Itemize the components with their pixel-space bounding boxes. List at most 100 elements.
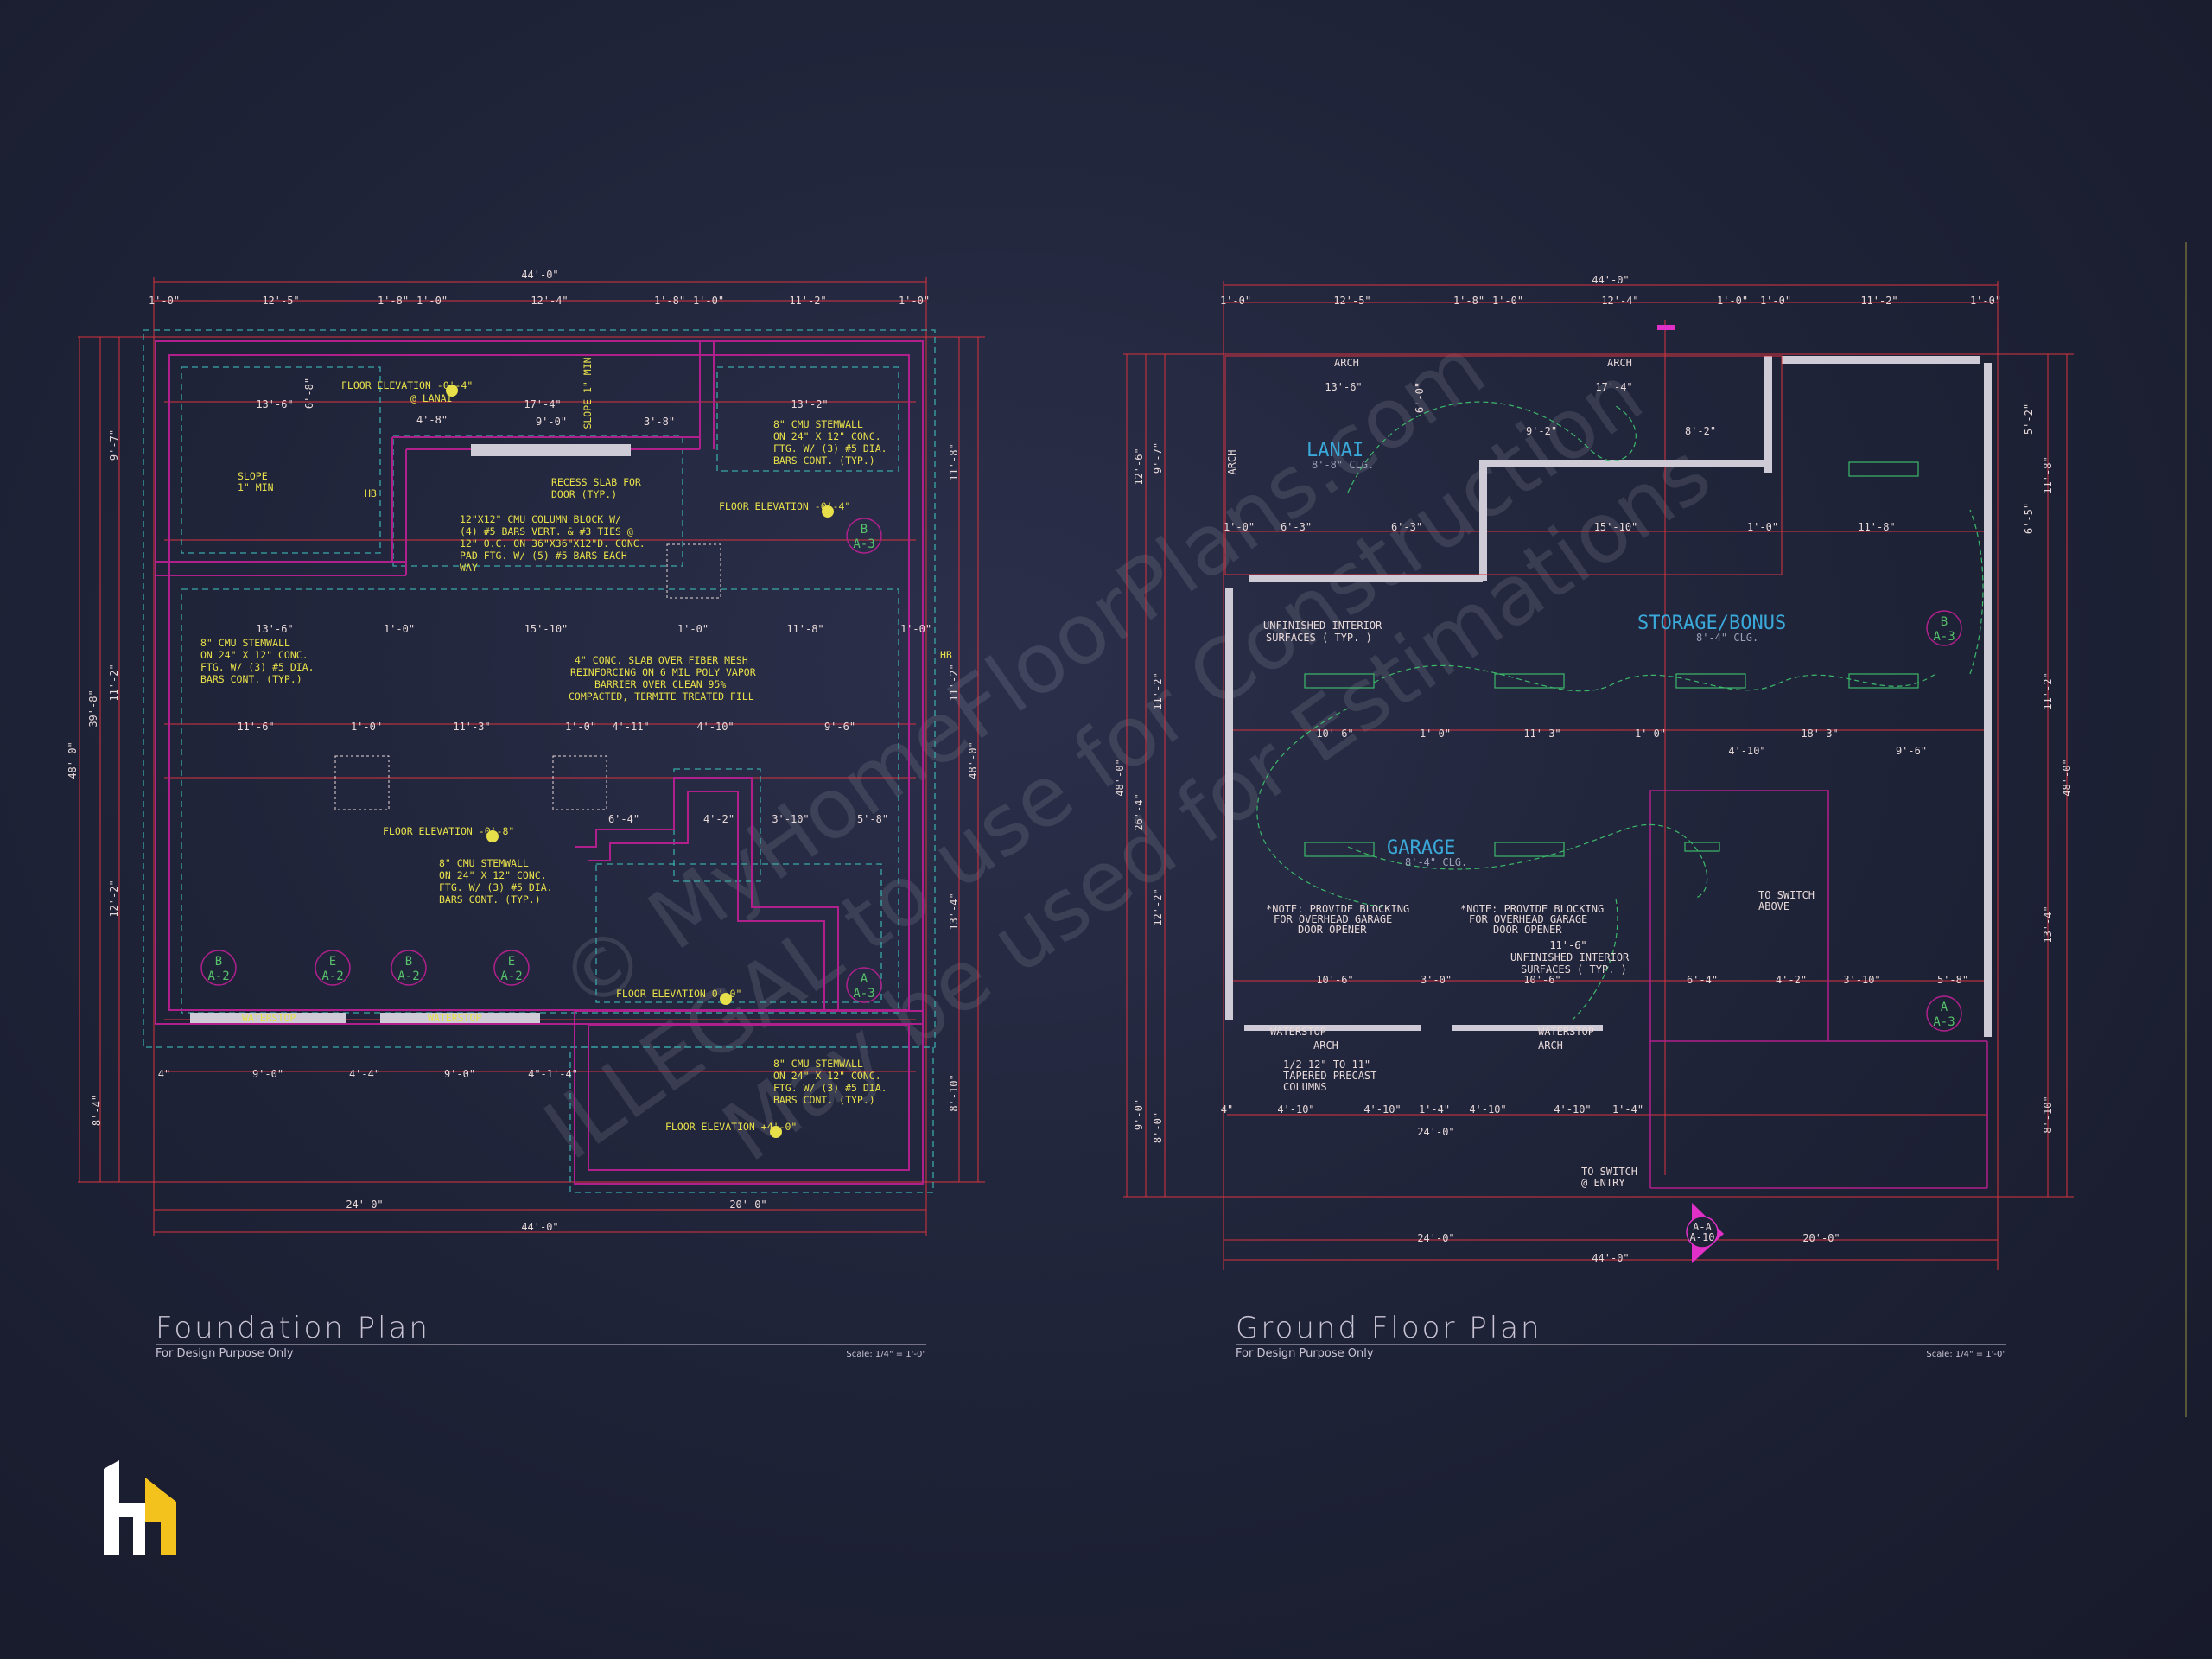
room-lanai: LANAI xyxy=(1306,440,1363,461)
note-text: REINFORCING ON 6 MIL POLY VAPOR xyxy=(570,666,756,678)
section-tag-letter: A xyxy=(1941,1001,1948,1014)
dim-text: 9'-0" xyxy=(252,1068,283,1080)
note-text: 8" CMU STEMWALL xyxy=(439,857,529,869)
dim-text: 6'-4" xyxy=(1687,974,1718,986)
dim-text: 11'-2" xyxy=(2042,672,2054,709)
dim-text: 4'-10" xyxy=(1728,745,1765,757)
dim-text: 9'-7" xyxy=(108,429,120,461)
dim-text: 6'-8" xyxy=(303,378,315,409)
dim-text: 11'-3" xyxy=(1523,728,1560,740)
section-tag-ref: A-3 xyxy=(853,537,874,551)
dim-text: 8'-10" xyxy=(948,1074,960,1111)
note-text: BARS CONT. (TYP.) xyxy=(773,1094,875,1106)
dim-text: 11'-6" xyxy=(1549,939,1586,951)
section-tag-ref: A-2 xyxy=(207,969,229,983)
arch-label: ARCH xyxy=(1313,1039,1338,1052)
dim-text: 6'-3" xyxy=(1281,521,1312,533)
room-labels: LANAI 8'-8" CLG. STORAGE/BONUS 8'-4" CLG… xyxy=(1306,440,1786,868)
dim-text: 11'-8" xyxy=(1858,521,1895,533)
ground-overall-width: 44'-0" xyxy=(1592,274,1629,286)
dim-text: 1'-4" xyxy=(1419,1103,1450,1116)
dim-text: 4" xyxy=(1221,1103,1233,1116)
note-text: ABOVE xyxy=(1758,900,1789,912)
watermark: © MyHomeFloorPlans.com ILLEGAL to use fo… xyxy=(527,319,1727,1180)
arch-label: ARCH xyxy=(1607,357,1632,369)
ground-walls xyxy=(1225,356,1992,1037)
dim-text: 4'-11" xyxy=(612,721,649,733)
note-text: TO SWITCH xyxy=(1758,889,1815,901)
ground-right-dims: 5'-2" 11'-8" 6'-5" 11'-2" 13'-4" 8'-10" … xyxy=(2023,404,2073,1134)
electrical-circuits xyxy=(1256,401,1984,1020)
foundation-interior-dims: 13'-6" 6'-8" 17'-4" 9'-0" 3'-8" 13'-2" 4… xyxy=(158,378,931,1233)
dim-text: 13'-4" xyxy=(2042,906,2054,943)
note-text: ON 24" X 12" CONC. xyxy=(200,649,308,661)
section-tag-letter: B xyxy=(1941,615,1948,629)
dim-text: 4'-2" xyxy=(1776,974,1807,986)
dim-text: 48'-0" xyxy=(1114,759,1126,796)
dim-text: 5'-8" xyxy=(857,813,888,825)
dim-text: 5'-8" xyxy=(1937,974,1968,986)
foundation-plan-subtitle: For Design Purpose Only xyxy=(156,1347,294,1360)
dim-text: 1'-0" xyxy=(899,295,930,307)
waterstop-right xyxy=(380,1013,540,1023)
note-text: BARS CONT. (TYP.) xyxy=(773,454,875,467)
dim-text: 1'-0" xyxy=(677,623,709,635)
dim-text: 1'-4" xyxy=(1612,1103,1643,1116)
dim-text: 11'-8" xyxy=(786,623,823,635)
dim-text: 39'-8" xyxy=(87,690,99,727)
dim-text: 12'-5" xyxy=(262,295,299,307)
dim-text: 48'-0" xyxy=(967,741,979,779)
dim-text: 4'-2" xyxy=(703,813,734,825)
dim-text: 9'-0" xyxy=(536,416,567,428)
lanai-outline xyxy=(1224,355,1783,575)
dim-text: 9'-0" xyxy=(1133,1099,1145,1130)
dim-text: 1'-8" xyxy=(378,295,409,307)
note-text: UNFINISHED INTERIOR xyxy=(1263,620,1382,632)
elevation-markers xyxy=(446,385,834,1138)
note-text: ON 24" X 12" CONC. xyxy=(773,430,881,442)
dim-text: 1'-0" xyxy=(1635,728,1666,740)
dim-text: 1'-0" xyxy=(351,721,382,733)
ground-left-dims: 12'-6" 9'-7" 11'-2" 26'-4" 12'-2" 9'-0" … xyxy=(1114,442,1164,1143)
note-text: SURFACES ( TYP. ) xyxy=(1521,963,1627,976)
dim-text: 10'-6" xyxy=(1316,728,1353,740)
section-marker-ref: A-10 xyxy=(1690,1231,1715,1243)
section-tag-ref: A-3 xyxy=(853,987,874,1001)
note-text: BARS CONT. (TYP.) xyxy=(439,893,541,906)
note-text: ON 24" X 12" CONC. xyxy=(773,1070,881,1082)
foundation-top-dims: 44'-0" 1'-0" 12'-5" 1'-8" 1'-0" 12'-4" 1… xyxy=(149,269,930,307)
note-text: WATERSTOP xyxy=(1538,1026,1594,1038)
note-text: FTG. W/ (3) #5 DIA. xyxy=(439,881,553,893)
dim-text: 4'-10" xyxy=(1277,1103,1314,1116)
room-garage: GARAGE xyxy=(1387,837,1455,859)
dim-text: 17'-4" xyxy=(524,398,561,410)
section-tag-letter: E xyxy=(508,955,515,969)
dim-text: 1'-8" xyxy=(1453,295,1484,307)
dim-text: 1'-0" xyxy=(1717,295,1748,307)
dim-text: 11'-3" xyxy=(453,721,490,733)
dim-text: 4'-10" xyxy=(1554,1103,1591,1116)
dim-text: 13'-6" xyxy=(256,623,293,635)
section-tag-letter: A xyxy=(861,972,868,986)
note-text: FTG. W/ (3) #5 DIA. xyxy=(773,1082,887,1094)
dim-text: 4'-10" xyxy=(1363,1103,1401,1116)
dim-text: 12'-5" xyxy=(1333,295,1370,307)
dim-text: 11'-8" xyxy=(2042,456,2054,493)
ground-floor-plan-scale: Scale: 1/4" = 1'-0" xyxy=(1926,1350,2006,1359)
foundation-plan-title: Foundation Plan xyxy=(156,1311,430,1345)
section-marker-label: A-A xyxy=(1693,1221,1712,1233)
dim-text: 11'-2" xyxy=(789,295,826,307)
note-text: 12" O.C. ON 36"X36"X12"D. CONC. xyxy=(460,537,645,550)
note-text: BARS CONT. (TYP.) xyxy=(200,673,302,685)
dim-text: 12'-2" xyxy=(1152,888,1164,925)
room-storage-bonus: STORAGE/BONUS xyxy=(1637,613,1786,634)
note-text: UNFINISHED INTERIOR xyxy=(1510,951,1630,963)
dim-text: 44'-0" xyxy=(1592,1252,1629,1264)
note-text: SURFACES ( TYP. ) xyxy=(1266,632,1372,644)
dim-text: 8'-10" xyxy=(2042,1096,2054,1133)
note-text: 1" MIN xyxy=(238,481,274,493)
note-text: FTG. W/ (3) #5 DIA. xyxy=(200,661,315,673)
dim-text: 3'-10" xyxy=(1843,974,1880,986)
dim-text: 4'-8" xyxy=(416,414,448,426)
dim-text: 1'-0" xyxy=(900,623,931,635)
